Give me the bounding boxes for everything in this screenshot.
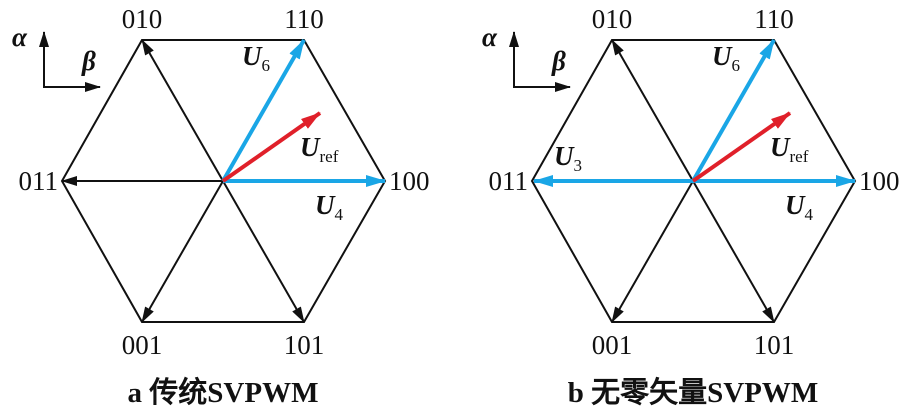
- state-label-001: 001: [592, 330, 633, 360]
- alpha-label: α: [12, 22, 28, 52]
- vector-010-arrow: [141, 39, 224, 182]
- state-label-011: 011: [489, 166, 529, 196]
- uref-label: Uref: [300, 132, 339, 166]
- state-label-011: 011: [19, 166, 59, 196]
- panel-caption: b 无零矢量SVPWM: [568, 376, 819, 409]
- vector-u6-arrow: [691, 39, 776, 182]
- vector-010-arrow: [611, 39, 694, 182]
- vector-001-arrow: [141, 180, 224, 323]
- state-label-010: 010: [122, 4, 163, 34]
- state-label-101: 101: [754, 330, 795, 360]
- vector-001-arrow: [611, 180, 694, 323]
- state-label-101: 101: [284, 330, 325, 360]
- u6-label: U6: [712, 41, 740, 75]
- state-label-001: 001: [122, 330, 163, 360]
- state-label-110: 110: [284, 4, 324, 34]
- beta-label: β: [551, 46, 566, 76]
- u4-label: U4: [315, 190, 344, 224]
- u4-label: U4: [785, 190, 814, 224]
- state-label-100: 100: [389, 166, 430, 196]
- vector-101-arrow: [222, 180, 305, 323]
- vector-uref-arrow: [221, 111, 322, 183]
- vector-uref-arrow: [691, 111, 792, 183]
- uref-label: Uref: [770, 132, 809, 166]
- vector-101-arrow: [692, 180, 775, 323]
- vector-u6-arrow: [221, 39, 306, 182]
- state-label-100: 100: [859, 166, 900, 196]
- panel-caption: a 传统SVPWM: [128, 375, 319, 409]
- beta-label: β: [81, 46, 96, 76]
- state-label-110: 110: [754, 4, 794, 34]
- alpha-label: α: [482, 22, 498, 52]
- u6-label: U6: [242, 41, 270, 75]
- state-label-010: 010: [592, 4, 633, 34]
- u3-label: U3: [554, 141, 582, 175]
